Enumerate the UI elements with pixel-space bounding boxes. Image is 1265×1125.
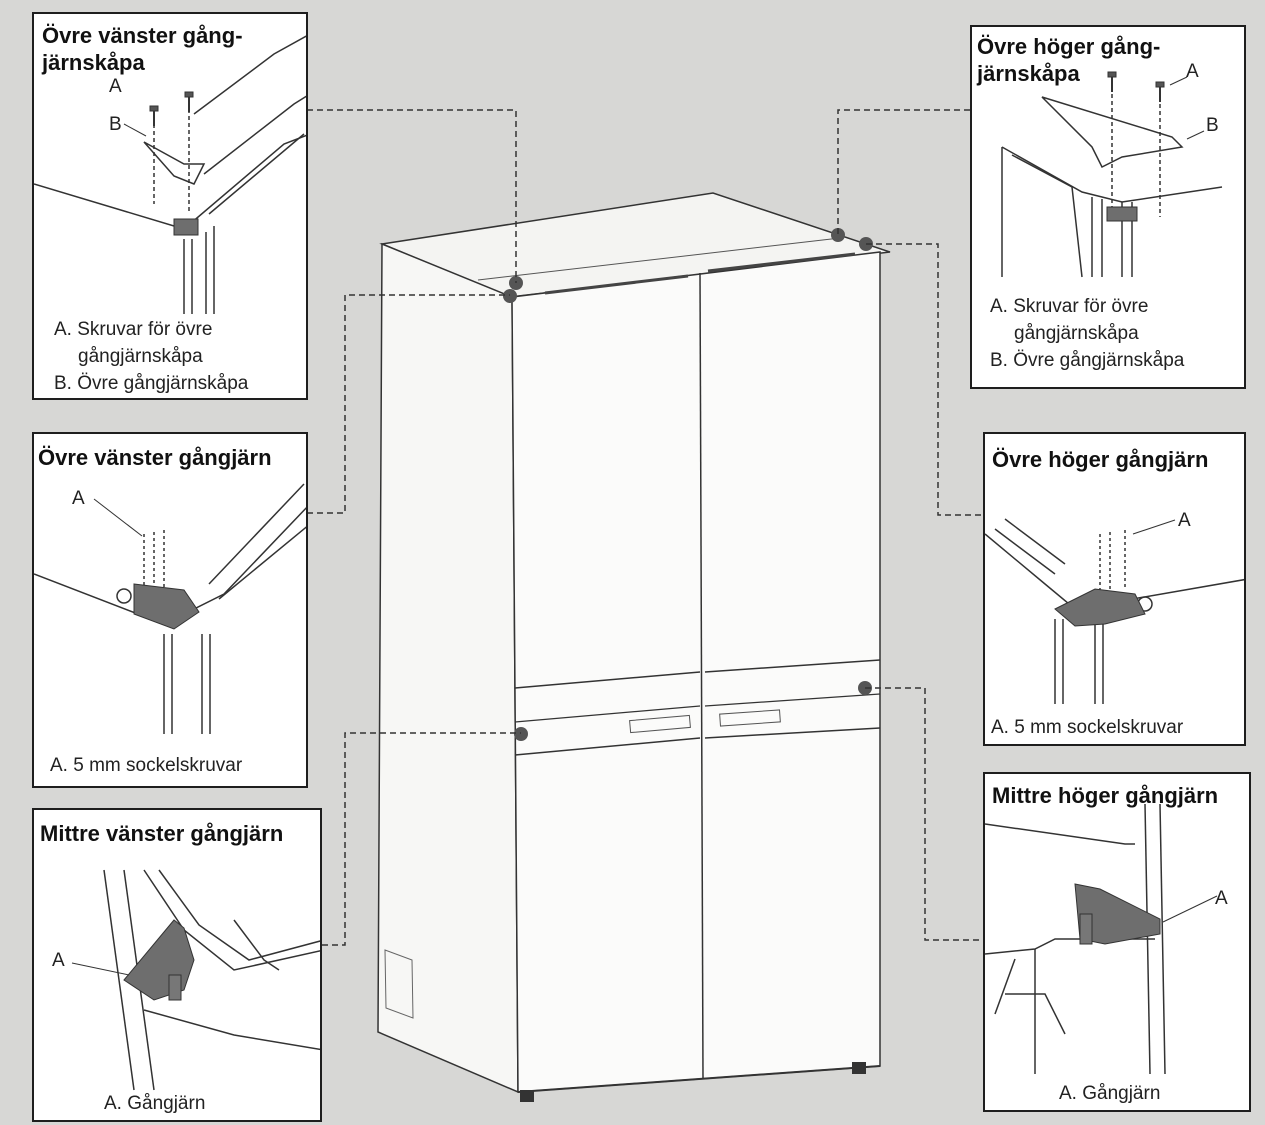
hinge-bracket-icon [123,919,195,1001]
label-a: A [72,488,85,509]
panel-title: Övre höger gång- järnskåpa [977,34,1161,86]
top-right-cover-illustration [1001,71,1223,278]
callout-dot-top-right-cover [831,228,845,242]
leader-top-right-cover [837,109,970,235]
label-b: B [109,114,122,135]
panel-title: Mittre höger gångjärn [992,783,1219,808]
callout-dot-top-left-hinge [503,289,517,303]
leader-top-right-hinge [866,243,983,516]
panel-caption: A. Skruvar för övre gångjärnskåpa B. Övr… [990,296,1185,371]
leader-middle-left [322,732,521,946]
screw-icon [149,91,194,126]
panel-caption: A. 5 mm sockelskruvar [991,717,1184,738]
panel-caption: A. Gångjärn [1059,1083,1161,1104]
door-split [699,272,704,1079]
panel-title: Mittre vänster gångjärn [40,821,284,846]
label-a: A [1215,888,1228,909]
screw-icon [1107,71,1165,102]
callout-dot-middle-left [514,727,528,741]
middle-right-hinge-illustration [985,803,1218,1075]
label-a: A [1178,510,1191,531]
top-left-hinge-illustration [34,483,306,734]
panel-middle-left-hinge: Mittre vänster gångjärn A A. Gångjärn [32,808,322,1122]
panel-title: Övre höger gångjärn [992,447,1209,472]
leader-top-left-cover [307,109,517,283]
label-b: B [1206,115,1219,136]
panel-top-right-cover: Övre höger gång- järnskåpa A B A. Skruva… [970,25,1246,389]
panel-caption: A. 5 mm sockelskruvar [50,755,243,776]
top-right-hinge-illustration [985,518,1244,704]
fridge-side [377,242,519,1094]
panel-top-right-hinge: Övre höger gångjärn A A. 5 mm sockelskru… [983,432,1246,746]
panel-caption: A. Skruvar för övre gångjärnskåpa B. Övr… [54,319,249,394]
hinge-plate-icon [1054,588,1146,627]
panel-title: Övre vänster gångjärn [38,445,272,470]
label-a: A [109,76,122,97]
middle-left-hinge-illustration [71,869,320,1091]
panel-title: Övre vänster gång- järnskåpa [42,23,243,75]
label-a: A [1186,61,1199,82]
top-left-cover-illustration [34,35,306,314]
panel-top-left-hinge: Övre vänster gångjärn A A. 5 mm sockelsk… [32,432,308,788]
hinge-plate-icon [133,583,200,630]
leader-middle-right [865,687,983,941]
panel-middle-right-hinge: Mittre höger gångjärn A A. Gångjärn [983,772,1251,1112]
panel-top-left-cover: Övre vänster gång- järnskåpa A B A. Skru… [32,12,308,400]
label-a: A [52,950,65,971]
panel-caption: A. Gångjärn [104,1093,206,1114]
